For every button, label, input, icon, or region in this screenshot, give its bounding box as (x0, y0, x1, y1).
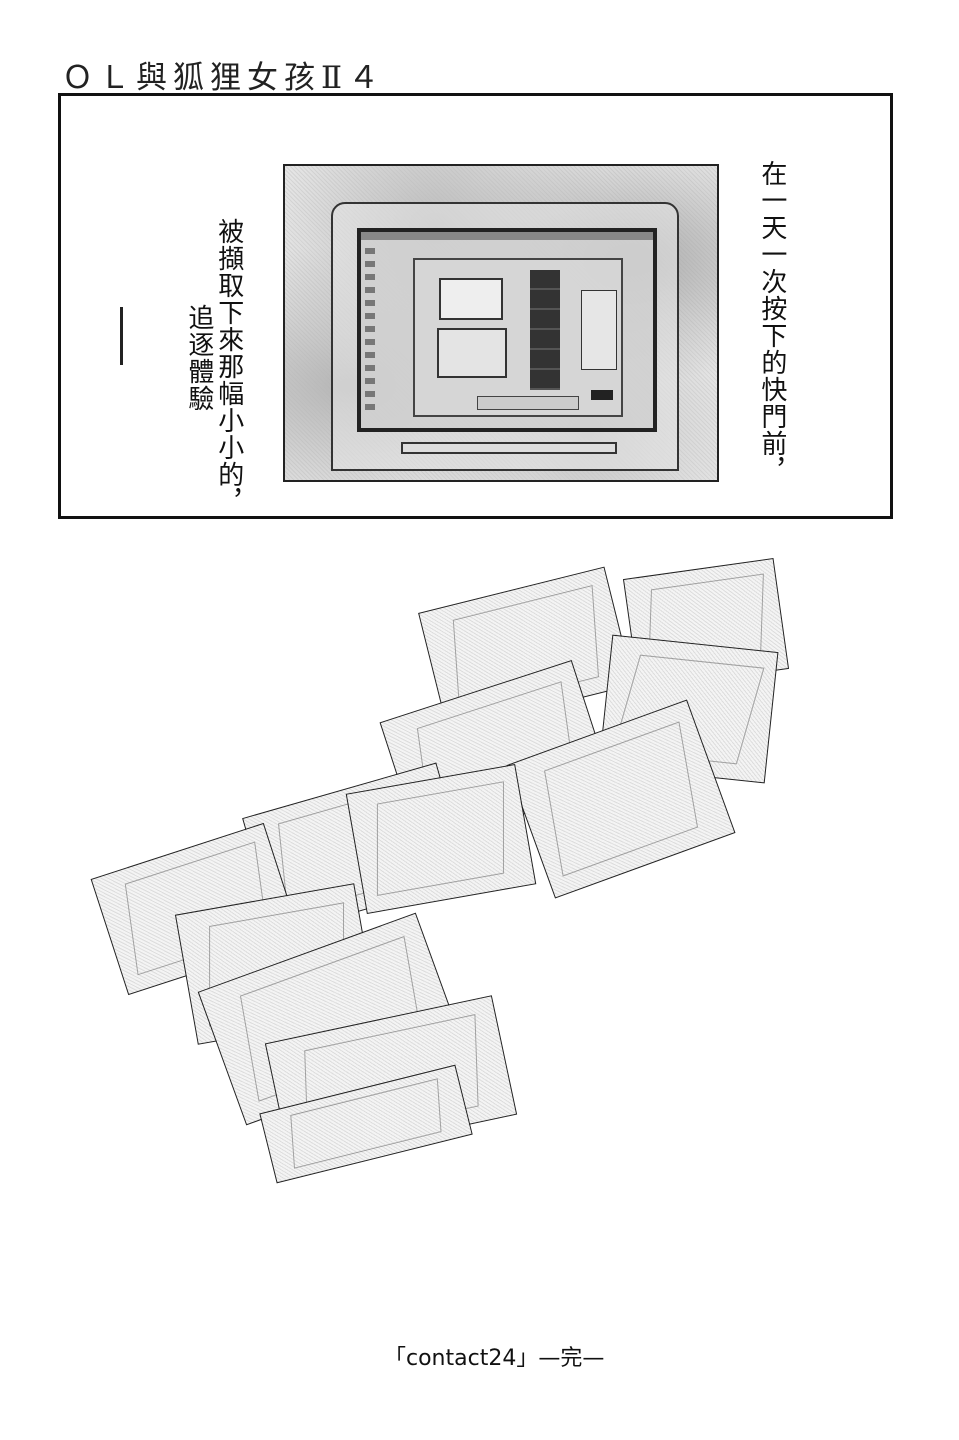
page-header-title: ＯＬ與狐狸女孩Ⅱ４ (62, 60, 386, 96)
screen-tool-icons (365, 248, 375, 413)
laptop-body (331, 202, 679, 471)
laptop-illustration (283, 164, 719, 482)
screen-toolbar (361, 232, 653, 240)
laptop-hinge (401, 442, 617, 454)
caption-far-left-text: 追逐體驗 (183, 304, 214, 412)
dialog-ok-button (591, 390, 613, 400)
caption-right: 在一天一次按下的快門前， (756, 160, 787, 484)
dialog-thumbnail-2 (437, 328, 507, 378)
dialog-input-bar (477, 396, 579, 410)
photo-collage (85, 548, 810, 1184)
dialog-notes (581, 290, 617, 370)
caption-left-text: 被擷取下來那幅小小的， (213, 218, 244, 515)
chapter-end-label: 「contact24」—完— (384, 1346, 605, 1371)
film-strip (530, 270, 560, 390)
caption-dash (120, 307, 123, 365)
caption-left: 被擷取下來那幅小小的， 追逐體驗 (183, 218, 244, 515)
laptop-screen (357, 228, 657, 432)
screen-dialog (413, 258, 623, 417)
dialog-thumbnail-1 (439, 278, 503, 320)
